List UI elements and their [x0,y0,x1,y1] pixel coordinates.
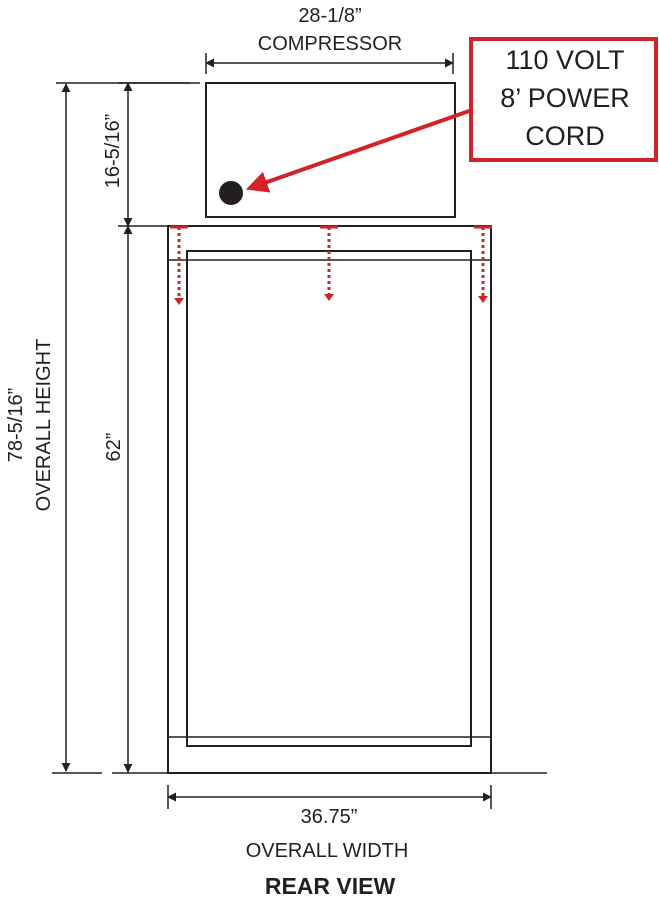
callout-line-1: 110 VOLT [505,45,624,75]
compressor-label: COMPRESSOR [258,33,402,55]
cabinet-frame [167,225,492,774]
overall-height-value: 78-5/16” [5,388,27,463]
callout-line-3: CORD [525,121,605,151]
view-title: REAR VIEW [265,873,396,899]
power-cord-callout-arrow [245,108,473,193]
cabinet-height-label: 62” [103,433,125,462]
cabinet-door-panel [186,250,472,747]
screw-icon-right [474,225,492,303]
power-cord-outlet [219,181,243,205]
power-cord-callout-box [469,37,658,162]
compressor-height-label: 16-5/16” [102,114,124,189]
callout-line-2: 8’ POWER [500,83,630,113]
overall-height-label: OVERALL HEIGHT [33,339,55,512]
overall-width-label: OVERALL WIDTH [246,840,409,862]
compressor-box [205,82,456,218]
compressor-width-label: 28-1/8” [298,5,361,27]
overall-width-value: 36.75” [301,806,358,828]
screw-icon-left [170,225,188,305]
screw-icon-center [320,225,338,301]
